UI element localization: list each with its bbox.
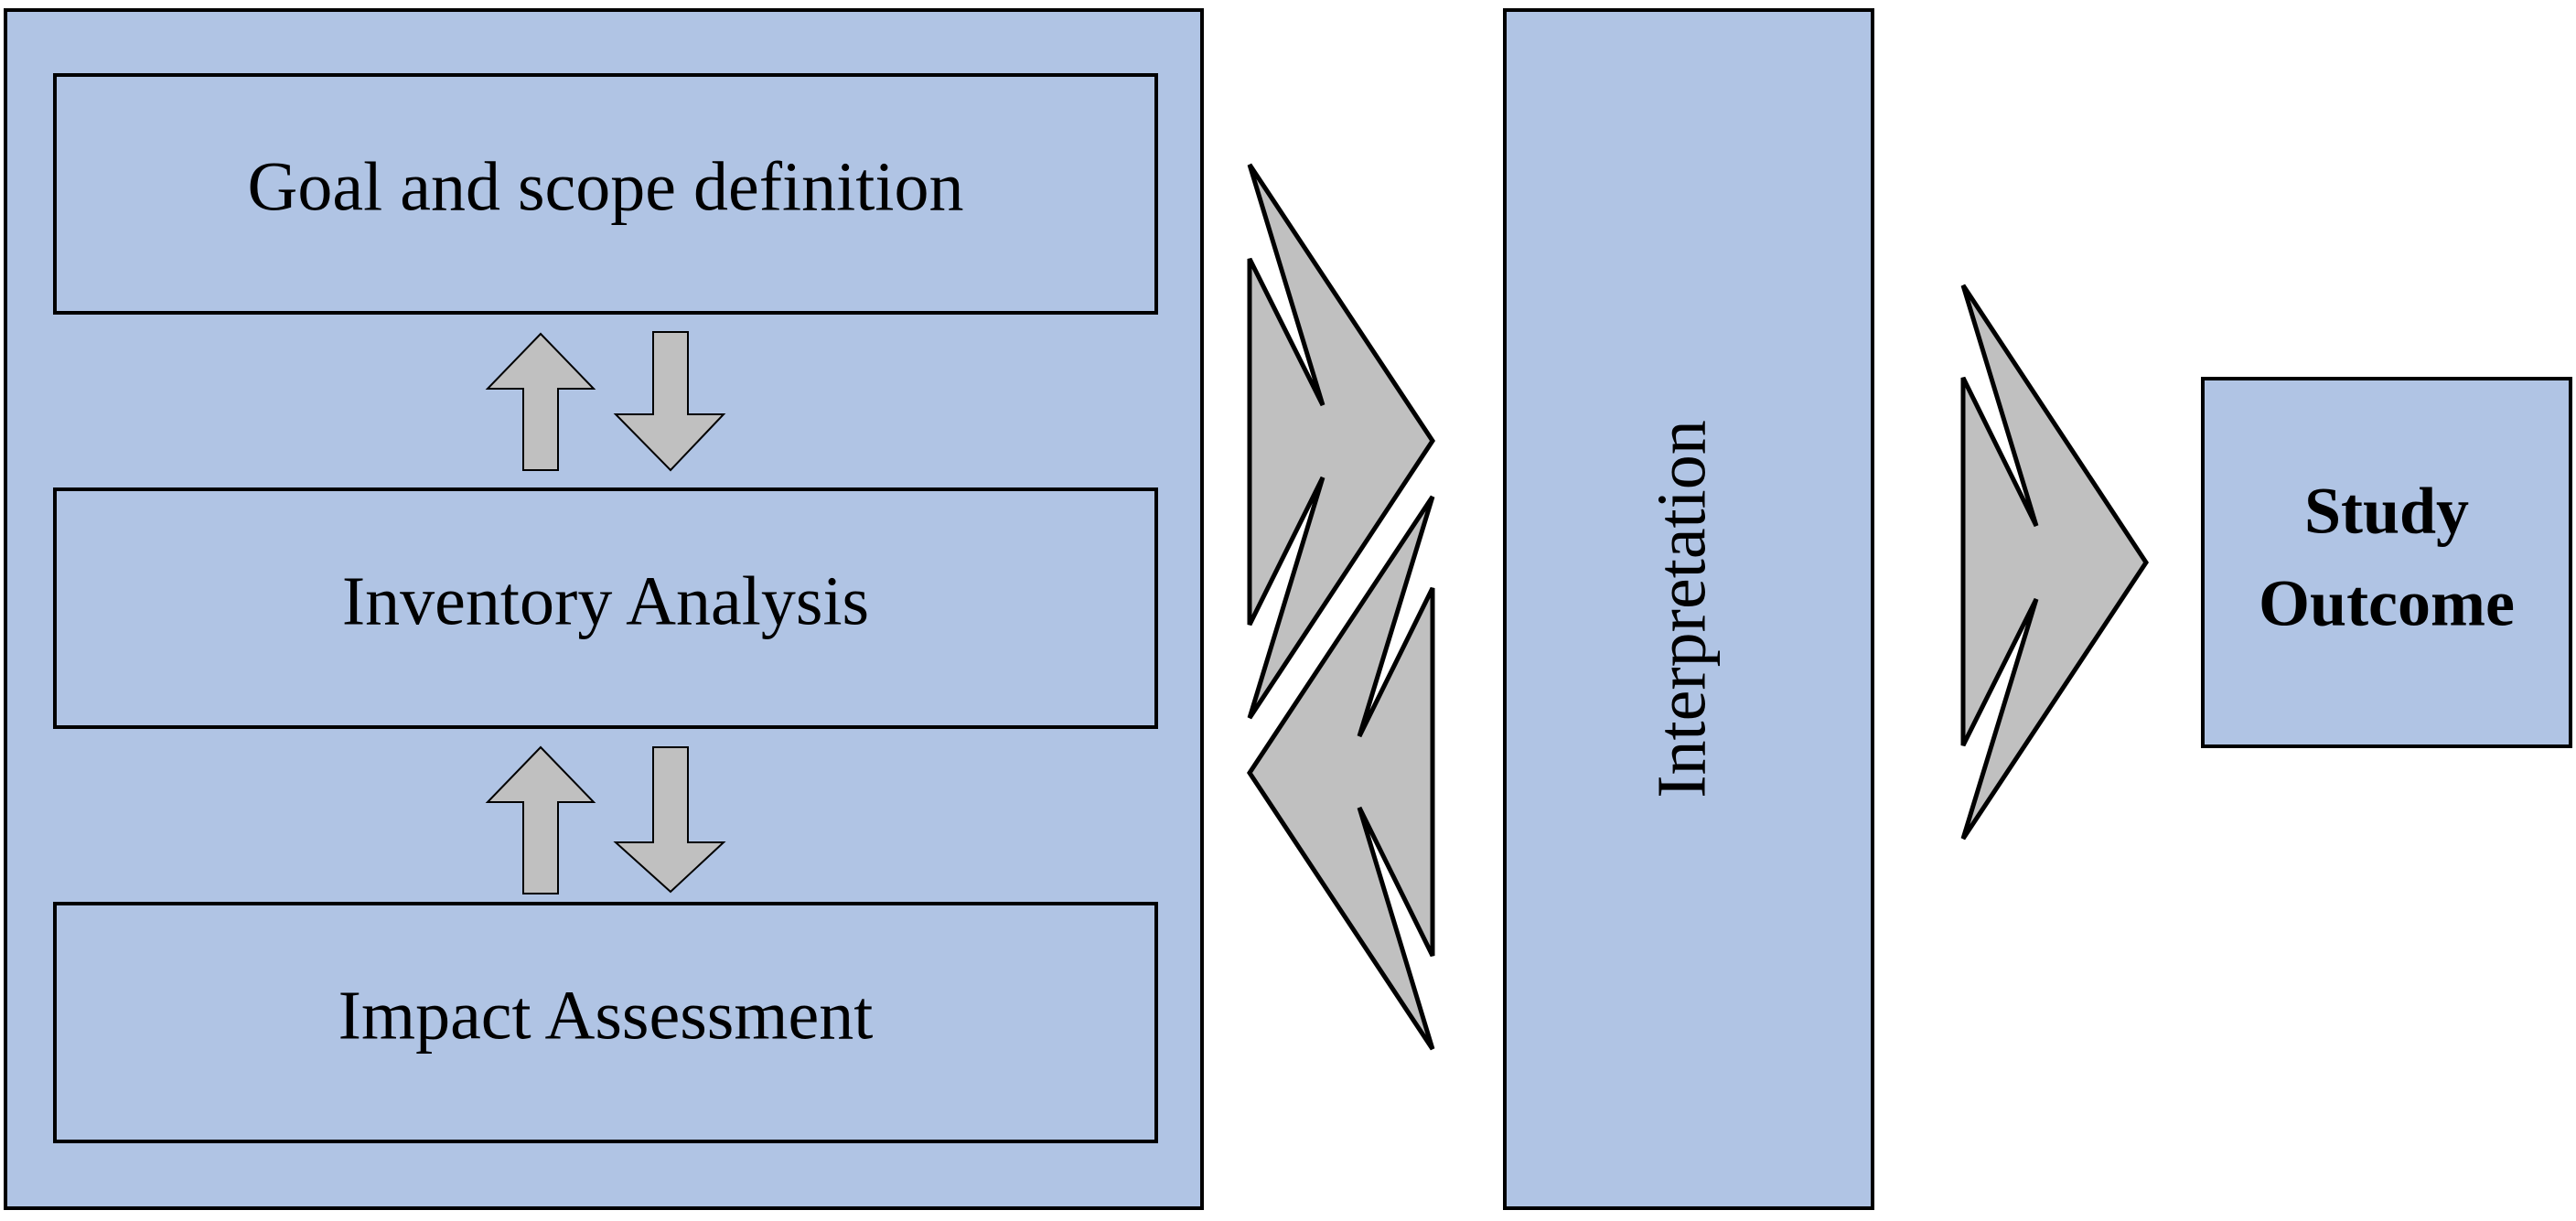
down-arrow-icon bbox=[613, 746, 726, 894]
up-arrow-icon bbox=[485, 332, 596, 471]
study-outcome-box bbox=[2201, 377, 2572, 748]
impact-assessment-box bbox=[53, 902, 1158, 1143]
goal-scope-box bbox=[53, 73, 1158, 315]
interpretation-box bbox=[1503, 8, 1874, 1210]
study-outcome-label-line1: Study bbox=[2304, 475, 2469, 548]
inventory-analysis-label: Inventory Analysis bbox=[342, 562, 869, 639]
goal-scope-label: Goal and scope definition bbox=[247, 148, 963, 225]
chevron-left-arrow-icon bbox=[1247, 495, 1435, 1051]
interpretation-label: Interpretation bbox=[1643, 420, 1720, 798]
chevron-right-arrow-icon bbox=[1247, 163, 1435, 720]
chevron-right-arrow-icon bbox=[1960, 284, 2149, 841]
impact-assessment-label: Impact Assessment bbox=[338, 977, 874, 1054]
study-outcome-label-line2: Outcome bbox=[2259, 567, 2515, 640]
down-arrow-icon bbox=[613, 331, 726, 472]
inventory-analysis-box bbox=[53, 487, 1158, 729]
up-arrow-icon bbox=[485, 745, 596, 894]
